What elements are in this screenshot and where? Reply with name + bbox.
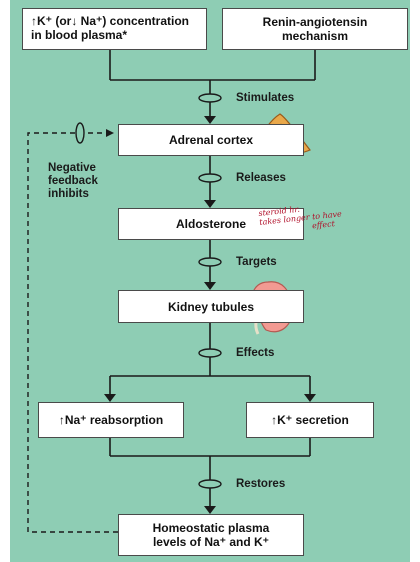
- releases-label: Releases: [236, 172, 286, 184]
- connector-ring: [198, 479, 222, 489]
- aldosterone-box: Aldosterone: [118, 208, 304, 240]
- arrowhead: [106, 129, 114, 137]
- connector-ring: [198, 348, 222, 358]
- renin-line1: Renin-angiotensin: [262, 15, 368, 29]
- arrowhead: [304, 394, 316, 402]
- na-reabsorption-label: ↑Na⁺ reabsorption: [58, 413, 164, 427]
- negative-feedback-line1: Negative: [48, 162, 96, 174]
- k-na-concentration-box: ↑K⁺ (or↓ Na⁺) concentration in blood pla…: [22, 8, 207, 50]
- targets-label: Targets: [236, 256, 277, 268]
- k-secretion-box: ↑K⁺ secretion: [246, 402, 374, 438]
- homeostatic-line2: levels of Na⁺ and K⁺: [152, 535, 270, 549]
- arrowhead: [104, 394, 116, 402]
- aldosterone-label: Aldosterone: [175, 217, 246, 231]
- negative-feedback-label: Negative feedback inhibits: [48, 162, 98, 201]
- homeostatic-levels-box: Homeostatic plasma levels of Na⁺ and K⁺: [118, 514, 304, 556]
- adrenal-cortex-box: Adrenal cortex: [118, 124, 304, 156]
- feedback-ring: [75, 122, 85, 144]
- kidney-tubules-label: Kidney tubules: [167, 299, 254, 314]
- negative-feedback-line2: feedback: [48, 175, 98, 187]
- kidney-tubules-box: Kidney tubules: [118, 290, 304, 323]
- renin-line2: mechanism: [281, 29, 349, 43]
- k-na-line1: ↑K⁺ (or↓ Na⁺) concentration: [31, 14, 190, 28]
- renin-angiotensin-box: Renin-angiotensin mechanism: [222, 8, 408, 50]
- k-na-line2: in blood plasma*: [31, 28, 128, 42]
- effects-label: Effects: [236, 347, 275, 359]
- arrowhead: [204, 116, 216, 124]
- restores-label: Restores: [236, 478, 286, 490]
- homeostatic-line1: Homeostatic plasma: [152, 521, 270, 535]
- arrowhead: [204, 200, 216, 208]
- stimulates-label: Stimulates: [236, 92, 295, 104]
- arrowhead: [204, 282, 216, 290]
- connector-ring: [198, 93, 222, 103]
- k-secretion-label: ↑K⁺ secretion: [271, 413, 349, 427]
- arrowhead: [204, 506, 216, 514]
- negative-feedback-loop: [27, 132, 118, 533]
- connector-ring: [198, 173, 222, 183]
- adrenal-cortex-label: Adrenal cortex: [168, 133, 254, 147]
- na-reabsorption-box: ↑Na⁺ reabsorption: [38, 402, 184, 438]
- connector-ring: [198, 257, 222, 267]
- negative-feedback-line3: inhibits: [48, 188, 89, 200]
